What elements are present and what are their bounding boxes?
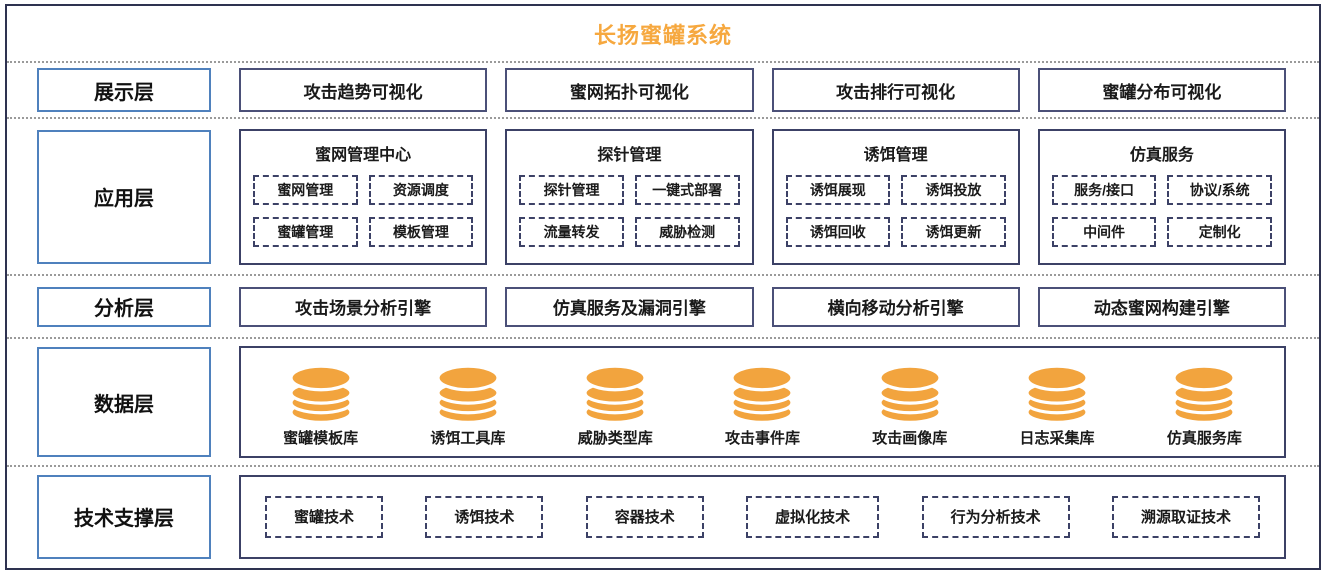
group-title: 仿真服务: [1129, 146, 1194, 164]
analysis-layer-content: 攻击场景分析引擎 仿真服务及漏洞引擎 横向移动分析引擎 动态蜜网构建引擎: [239, 286, 1286, 327]
display-box-honeynet-topology: 蜜网拓扑可视化: [505, 68, 754, 112]
app-cell: 诱饵展现: [785, 174, 891, 205]
layer-label-tech-support: 技术支撑层: [37, 474, 211, 559]
app-cell: 诱饵投放: [901, 174, 1006, 205]
database-label: 诱饵工具库: [430, 430, 506, 447]
database-icon: [730, 364, 795, 424]
group-grid: 诱饵展现 诱饵投放 诱饵回收 诱饵更新: [774, 167, 1018, 247]
database-label: 日志采集库: [1019, 430, 1095, 447]
display-box-attack-ranking: 攻击排行可视化: [771, 68, 1020, 112]
database-attack-events: 攻击事件库: [703, 364, 821, 448]
layer-row-display: 展示层 攻击趋势可视化 蜜网拓扑可视化 攻击排行可视化 蜜罐分布可视化: [7, 63, 1319, 119]
group-simulation-services: 仿真服务 服务/接口 协议/系统 中间件 定制化: [1037, 128, 1286, 265]
group-probe-management: 探针管理 探针管理 一键式部署 流量转发 威胁检测: [505, 128, 754, 265]
group-title: 诱饵管理: [863, 146, 928, 164]
data-layer-container: 蜜罐模板库 诱饵工具库 威胁类型库: [239, 346, 1286, 458]
app-cell: 资源调度: [368, 174, 474, 205]
app-cell: 探针管理: [519, 174, 624, 205]
tech-box-honeypot: 蜜罐技术: [265, 495, 384, 538]
group-honeynet-management-center: 蜜网管理中心 蜜网管理 资源调度 蜜罐管理 模板管理: [239, 128, 488, 265]
database-bait-tools: 诱饵工具库: [409, 364, 527, 448]
tech-layer-container: 蜜罐技术 诱饵技术 容器技术 虚拟化技术 行为分析技术 溯源取证技术: [239, 474, 1286, 559]
layer-label-display: 展示层: [37, 68, 211, 112]
database-label: 攻击事件库: [724, 430, 800, 447]
app-cell: 蜜网管理: [253, 174, 358, 205]
tech-box-container: 容器技术: [585, 495, 704, 538]
layer-row-tech-support: 技术支撑层 蜜罐技术 诱饵技术 容器技术 虚拟化技术 行为分析技术 溯源取证技术: [7, 467, 1319, 566]
database-label: 仿真服务库: [1166, 430, 1242, 447]
database-log-collection: 日志采集库: [998, 364, 1116, 448]
app-cell: 蜜罐管理: [253, 216, 358, 247]
group-title: 探针管理: [597, 146, 662, 164]
page-title: 长扬蜜罐系统: [593, 22, 732, 48]
app-cell: 模板管理: [368, 216, 474, 247]
display-layer-content: 攻击趋势可视化 蜜网拓扑可视化 攻击排行可视化 蜜罐分布可视化: [239, 68, 1286, 112]
app-cell: 一键式部署: [634, 174, 740, 205]
layer-label-analysis: 分析层: [37, 286, 211, 327]
analysis-box-attack-scenario-engine: 攻击场景分析引擎: [239, 286, 488, 327]
app-cell: 服务/接口: [1051, 174, 1157, 205]
database-honeypot-template: 蜜罐模板库: [262, 364, 380, 448]
display-box-honeypot-distribution: 蜜罐分布可视化: [1037, 68, 1286, 112]
database-icon: [1025, 364, 1089, 424]
application-layer-content: 蜜网管理中心 蜜网管理 资源调度 蜜罐管理 模板管理 探针管理 探针管理 一键式…: [239, 128, 1286, 265]
architecture-diagram-frame: 长扬蜜罐系统 展示层 攻击趋势可视化 蜜网拓扑可视化 攻击排行可视化 蜜罐分布可…: [5, 4, 1321, 570]
group-bait-management: 诱饵管理 诱饵展现 诱饵投放 诱饵回收 诱饵更新: [771, 128, 1020, 265]
database-label: 攻击画像库: [872, 430, 948, 447]
app-cell: 诱饵更新: [901, 216, 1006, 247]
group-grid: 探针管理 一键式部署 流量转发 威胁检测: [507, 167, 751, 247]
database-label: 威胁类型库: [577, 430, 653, 447]
analysis-box-simulation-vulnerability-engine: 仿真服务及漏洞引擎: [505, 286, 754, 327]
group-grid: 服务/接口 协议/系统 中间件 定制化: [1040, 167, 1284, 247]
analysis-box-lateral-movement-engine: 横向移动分析引擎: [771, 286, 1020, 327]
layer-row-analysis: 分析层 攻击场景分析引擎 仿真服务及漏洞引擎 横向移动分析引擎 动态蜜网构建引擎: [7, 276, 1319, 339]
database-icon: [1172, 364, 1236, 424]
app-cell: 协议/系统: [1167, 174, 1272, 205]
layer-row-application: 应用层 蜜网管理中心 蜜网管理 资源调度 蜜罐管理 模板管理 探针管理 探针管理…: [7, 119, 1319, 276]
database-attack-profiles: 攻击画像库: [851, 364, 969, 448]
layer-row-data: 数据层 蜜罐模板库 诱饵工具库: [7, 339, 1319, 467]
display-box-attack-trend: 攻击趋势可视化: [239, 68, 488, 112]
database-icon: [583, 364, 647, 424]
app-cell: 流量转发: [519, 216, 624, 247]
database-label: 蜜罐模板库: [283, 430, 359, 447]
layer-label-application: 应用层: [37, 129, 211, 264]
tech-box-virtualization: 虚拟化技术: [746, 495, 880, 538]
database-icon: [289, 364, 353, 424]
group-grid: 蜜网管理 资源调度 蜜罐管理 模板管理: [241, 167, 485, 247]
database-simulation-services: 仿真服务库: [1145, 364, 1263, 448]
database-icon: [878, 364, 942, 424]
tech-box-behavior-analysis: 行为分析技术: [921, 495, 1070, 538]
app-cell: 诱饵回收: [785, 216, 891, 247]
analysis-box-dynamic-honeynet-engine: 动态蜜网构建引擎: [1037, 286, 1286, 327]
app-cell: 定制化: [1167, 216, 1272, 247]
database-icon: [436, 364, 500, 424]
layer-label-data: 数据层: [37, 347, 211, 457]
app-cell: 威胁检测: [634, 216, 740, 247]
app-cell: 中间件: [1051, 216, 1157, 247]
tech-box-bait: 诱饵技术: [425, 495, 544, 538]
title-row: 长扬蜜罐系统: [7, 6, 1319, 63]
group-title: 蜜网管理中心: [315, 146, 412, 164]
tech-box-traceability-forensics: 溯源取证技术: [1111, 495, 1260, 538]
database-threat-types: 威胁类型库: [556, 364, 674, 448]
